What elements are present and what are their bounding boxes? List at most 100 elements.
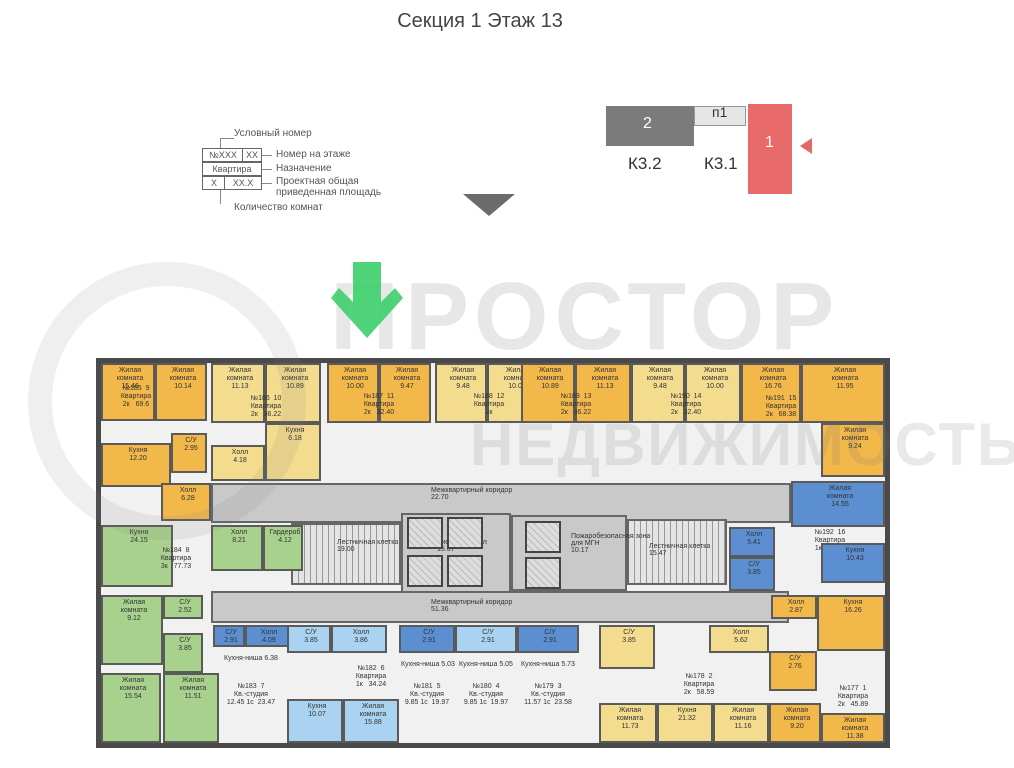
room-label: Жилая комната 11.16 — [729, 707, 757, 730]
room-r57[interactable]: С/У 2.91 — [517, 625, 579, 653]
room-r70[interactable]: Жилая комната 9.20 — [769, 703, 821, 743]
room-label: Кухня 10.43 — [845, 547, 865, 562]
room-r31[interactable]: Кухня 10.43 — [821, 543, 885, 583]
corridor-north-label: Межквартирный коридор 22.70 — [431, 487, 513, 501]
room-r12[interactable]: Жилая комната 10.00 — [327, 363, 379, 423]
room-label: Жилая комната 11.38 — [841, 717, 869, 740]
room-r27[interactable]: Жилая комната 9.24 — [821, 423, 885, 477]
legend-line — [262, 169, 272, 170]
room-r49[interactable]: Кухня 10.07 — [287, 699, 343, 743]
room-r40[interactable]: Жилая комната 15.54 — [101, 673, 161, 743]
room-r22[interactable]: Жилая комната 10.00 — [685, 363, 741, 423]
room-r42[interactable]: С/У 2.91 — [213, 625, 245, 647]
key-block-2 — [606, 106, 694, 146]
room-r46[interactable]: С/У 3.85 — [287, 625, 331, 653]
room-r53[interactable]: №181 5 Кв.-студия 9.85 1с 19.97 — [399, 681, 455, 721]
room-r38[interactable]: С/У 2.52 — [163, 595, 203, 619]
room-r28[interactable]: Жилая комната 14.55 — [791, 481, 885, 527]
stair-left-label: Лестничная клетка 19.00 — [337, 539, 399, 553]
room-r24[interactable]: Жилая комната 16.76 — [741, 363, 801, 423]
room-label: С/У 2.91 — [481, 629, 495, 644]
room-label: №177 1 Квартира 2к 45.89 — [837, 685, 869, 708]
room-r60[interactable]: С/У 3.85 — [599, 625, 655, 669]
room-r58[interactable]: Кухня-ниша 5.73 — [517, 659, 579, 673]
room-r50[interactable]: Жилая комната 15.88 — [343, 699, 399, 743]
room-r20[interactable]: №189 13 Квартира 2к 36.22 — [521, 391, 631, 421]
room-r39[interactable]: С/У 3.85 — [163, 633, 203, 673]
room-r13[interactable]: Жилая комната 9.47 — [379, 363, 431, 423]
room-label: Жилая комната 10.00 — [341, 367, 369, 390]
room-label: С/У 3.85 — [304, 629, 318, 644]
safe-zone-label: Пожаробезопасная зона для МГН 10.17 — [571, 533, 651, 554]
room-label: С/У 2.91 — [543, 629, 557, 644]
room-r25[interactable]: Жилая комната 11.95 — [801, 363, 885, 423]
room-r47[interactable]: Холл 3.86 — [331, 625, 387, 653]
room-label: №187 11 Квартира 2к 32.40 — [363, 393, 395, 416]
legend-num-box: №XXX — [202, 148, 244, 162]
room-r15[interactable]: Жилая комната 9.48 — [435, 363, 487, 423]
room-r66[interactable]: Холл 2.87 — [771, 595, 817, 619]
corridor-south-label: Межквартирный коридор 51.36 — [431, 599, 513, 613]
room-r23[interactable]: №190 14 Квартира 2к 32.40 — [631, 391, 741, 421]
room-r62[interactable]: Холл 5.62 — [709, 625, 769, 653]
room-r55[interactable]: Кухня-ниша 5.05 — [455, 659, 517, 673]
room-label: Жилая комната 9.24 — [841, 427, 869, 450]
room-r43[interactable]: Холл 4.09 — [245, 625, 289, 647]
room-r29[interactable]: Холл 5.41 — [729, 527, 775, 557]
room-r65[interactable]: Жилая комната 11.16 — [713, 703, 769, 743]
key-block-1-label: 1 — [765, 134, 774, 151]
room-r44[interactable]: Кухня-ниша 6.38 — [213, 653, 289, 667]
room-label: С/У 3.85 — [622, 629, 636, 644]
room-label: Жилая комната 10.89 — [536, 367, 564, 390]
room-label: №179 3 Кв.-студия 11.57 1с 23.58 — [524, 683, 572, 706]
key-block-p1-label: п1 — [712, 104, 728, 120]
room-r69[interactable]: №177 1 Квартира 2к 45.89 — [821, 683, 885, 713]
room-r71[interactable]: Жилая комната 11.38 — [821, 713, 885, 743]
elevator-shaft — [407, 555, 443, 587]
stair-left — [291, 523, 401, 585]
room-r52[interactable]: Кухня-ниша 5.03 — [399, 659, 455, 673]
room-r14[interactable]: №187 11 Квартира 2к 32.40 — [327, 391, 431, 421]
room-r32[interactable]: С/У 3.85 — [729, 557, 775, 591]
room-label: Кухня-ниша 5.73 — [521, 661, 575, 668]
room-r17[interactable]: №188 12 Квартира 2к — [435, 391, 543, 421]
room-r67[interactable]: Кухня 16.26 — [817, 595, 885, 651]
room-r61[interactable]: №178 2 Квартира 2к 58.59 — [657, 671, 741, 703]
room-label: Жилая комната 11.73 — [616, 707, 644, 730]
room-label: Жилая комната 14.55 — [826, 485, 854, 508]
legend-line — [220, 138, 234, 139]
room-r48[interactable]: №182 6 Квартира 1к 34.24 — [343, 663, 399, 697]
legend-area-line1: Проектная общая — [276, 176, 359, 187]
room-r18[interactable]: Жилая комната 10.89 — [521, 363, 575, 423]
room-r34[interactable]: №184 8 Квартира 3к 77.73 — [131, 545, 221, 570]
room-r59[interactable]: №179 3 Кв.-студия 11.57 1с 23.58 — [517, 681, 579, 721]
room-r21[interactable]: Жилая комната 9.48 — [631, 363, 685, 423]
elevator-shaft — [525, 557, 561, 589]
room-r54[interactable]: С/У 2.91 — [455, 625, 517, 653]
room-r68[interactable]: С/У 2.76 — [769, 651, 817, 691]
key-k32: К3.2 — [628, 154, 662, 173]
legend-line — [220, 190, 221, 204]
room-label: Жилая комната 9.48 — [449, 367, 477, 390]
room-label: С/У 3.85 — [178, 637, 192, 652]
room-r41[interactable]: Жилая комната 11.51 — [163, 673, 219, 743]
room-label: Холл 5.41 — [745, 531, 763, 546]
room-label: Кухня-ниша 5.05 — [459, 661, 513, 668]
room-r36[interactable]: Гардероб 4.12 — [263, 525, 303, 571]
room-r26[interactable]: №191 15 Квартира 2к 68.38 — [741, 393, 821, 423]
room-r37[interactable]: Жилая комната 9.12 — [101, 595, 163, 665]
watermark-logo-icon — [28, 262, 306, 540]
room-r35[interactable]: Холл 8.21 — [211, 525, 263, 571]
room-r63[interactable]: Жилая комната 11.73 — [599, 703, 657, 743]
legend-floor-number: Номер на этаже — [276, 149, 351, 160]
room-r56[interactable]: №180 4 Кв.-студия 9.85 1с 19.97 — [455, 681, 517, 721]
room-r64[interactable]: Кухня 21.32 — [657, 703, 713, 743]
room-label: №190 14 Квартира 2к 32.40 — [670, 393, 702, 416]
room-r51[interactable]: С/У 2.91 — [399, 625, 455, 653]
room-label: №189 13 Квартира 2к 36.22 — [560, 393, 592, 416]
room-label: С/У 3.85 — [747, 561, 761, 576]
room-label: Жилая комната 10.00 — [503, 367, 531, 390]
room-r19[interactable]: Жилая комната 11.13 — [575, 363, 631, 423]
room-r45[interactable]: №183 7 Кв.-студия 12.45 1с 23.47 — [213, 681, 289, 721]
page-title: Секция 1 Этаж 13 — [397, 10, 563, 32]
